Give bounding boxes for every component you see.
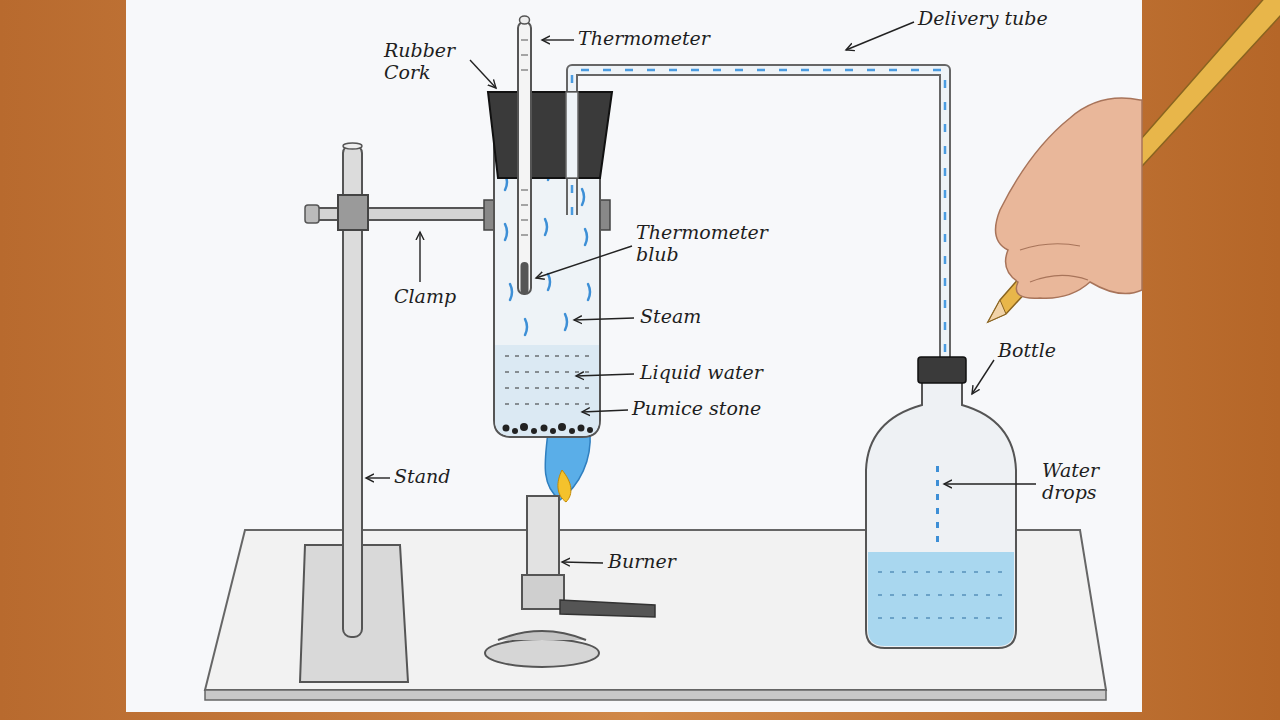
clamp-screw — [305, 205, 319, 223]
collected-water — [868, 552, 1014, 646]
burner-collar — [522, 575, 564, 609]
part-label: Steam — [640, 306, 701, 328]
part-label: Water drops — [1042, 460, 1122, 504]
vapour-in-tube — [572, 70, 945, 455]
thermometer-scale — [521, 40, 528, 235]
clamp-jaw — [484, 200, 494, 230]
part-label: Clamp — [394, 286, 456, 308]
liquid-water — [495, 345, 599, 436]
tube-through-cork — [566, 92, 578, 178]
thermometer — [518, 22, 531, 294]
thermometer-top — [520, 16, 530, 24]
stand-rod-top — [343, 143, 362, 149]
gas-hose — [560, 600, 655, 617]
part-label: Stand — [394, 466, 450, 488]
clamp-jaw — [600, 200, 610, 230]
base-board-edge — [205, 690, 1106, 700]
thermometer-bulb — [521, 262, 529, 294]
drawing-hand — [996, 98, 1143, 298]
delivery-tube-bore — [572, 70, 945, 455]
delivery-tube — [572, 70, 945, 455]
part-label: Bottle — [998, 340, 1056, 362]
burner-base — [485, 639, 599, 667]
water-dashes — [505, 356, 590, 404]
part-label: Thermometer blub — [636, 222, 766, 266]
part-label: Liquid water — [640, 362, 763, 384]
collecting-bottle — [866, 382, 1016, 648]
leader-lines — [366, 22, 1036, 563]
part-label: Delivery tube — [918, 8, 1048, 30]
pencil — [988, 0, 1280, 322]
finger-lines — [1020, 244, 1088, 282]
rubber-cork — [488, 92, 612, 178]
water-drops — [936, 466, 939, 542]
clamp-boss — [338, 195, 368, 230]
base-board — [205, 530, 1106, 690]
paper-sheet — [126, 0, 1142, 712]
part-label: Pumice stone — [632, 398, 761, 420]
pencil-tip — [988, 300, 1006, 322]
part-label: Rubber Cork — [384, 40, 470, 84]
bottle-cork — [918, 357, 966, 383]
burner-base-dome — [498, 631, 586, 640]
pumice-stones — [503, 423, 594, 434]
part-label: Burner — [608, 551, 676, 573]
part-label: Thermometer — [578, 28, 710, 50]
collected-water-dashes — [878, 572, 1005, 618]
